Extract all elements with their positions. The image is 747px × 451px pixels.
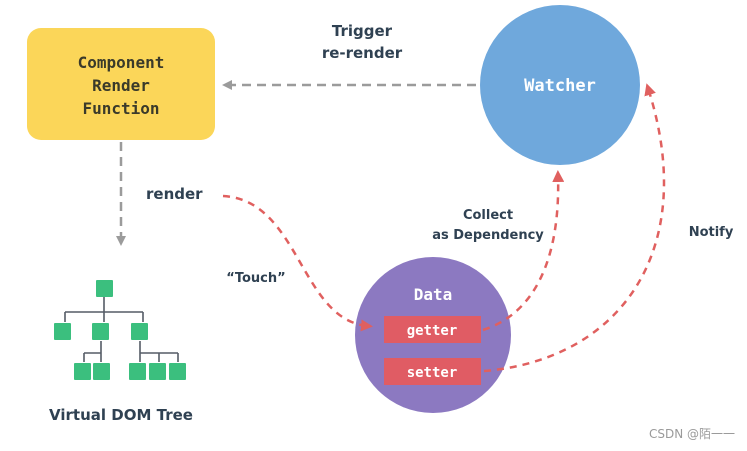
component-box — [27, 28, 215, 140]
virtual-dom-tree — [64, 296, 179, 362]
trigger-label-line-1: Trigger — [332, 22, 393, 40]
getter-box — [384, 316, 481, 343]
getter-label: getter — [407, 323, 458, 339]
collect-label-line-2: as Dependency — [432, 228, 544, 243]
component-label-line-1: Component — [78, 53, 165, 72]
tree-nodes — [54, 280, 186, 380]
collect-dependency-arrow — [482, 170, 565, 332]
tree-node — [92, 323, 109, 340]
watcher-node: Watcher — [480, 5, 640, 165]
watermark: CSDN @陌一一 — [649, 427, 735, 441]
tree-node — [93, 363, 110, 380]
tree-node-root — [96, 280, 113, 297]
tree-node — [74, 363, 91, 380]
component-label-line-2: Render — [92, 76, 150, 95]
tree-connectors-left — [83, 341, 102, 362]
watcher-label: Watcher — [524, 76, 596, 96]
tree-node — [131, 323, 148, 340]
setter-box — [384, 358, 481, 385]
data-label: Data — [414, 285, 453, 304]
tree-connectors-level-1 — [64, 296, 144, 322]
virtual-dom-tree-label: Virtual DOM Tree — [49, 406, 193, 424]
component-render-function-node: Component Render Function — [27, 28, 215, 140]
watcher-circle — [480, 5, 640, 165]
tree-node — [169, 363, 186, 380]
touch-label: “Touch” — [226, 271, 285, 286]
tree-node — [54, 323, 71, 340]
trigger-label-line-2: re-render — [322, 44, 403, 62]
component-label-line-3: Function — [82, 99, 159, 118]
notify-arrow — [483, 83, 666, 373]
tree-node — [149, 363, 166, 380]
tree-connectors-right — [139, 341, 179, 362]
collect-label-line-1: Collect — [463, 208, 513, 223]
setter-label: setter — [407, 365, 458, 381]
tree-node — [129, 363, 146, 380]
notify-label: Notify — [689, 225, 734, 240]
touch-arrow — [222, 194, 373, 332]
render-label: render — [146, 185, 203, 203]
data-node: Data getter setter — [355, 257, 511, 413]
